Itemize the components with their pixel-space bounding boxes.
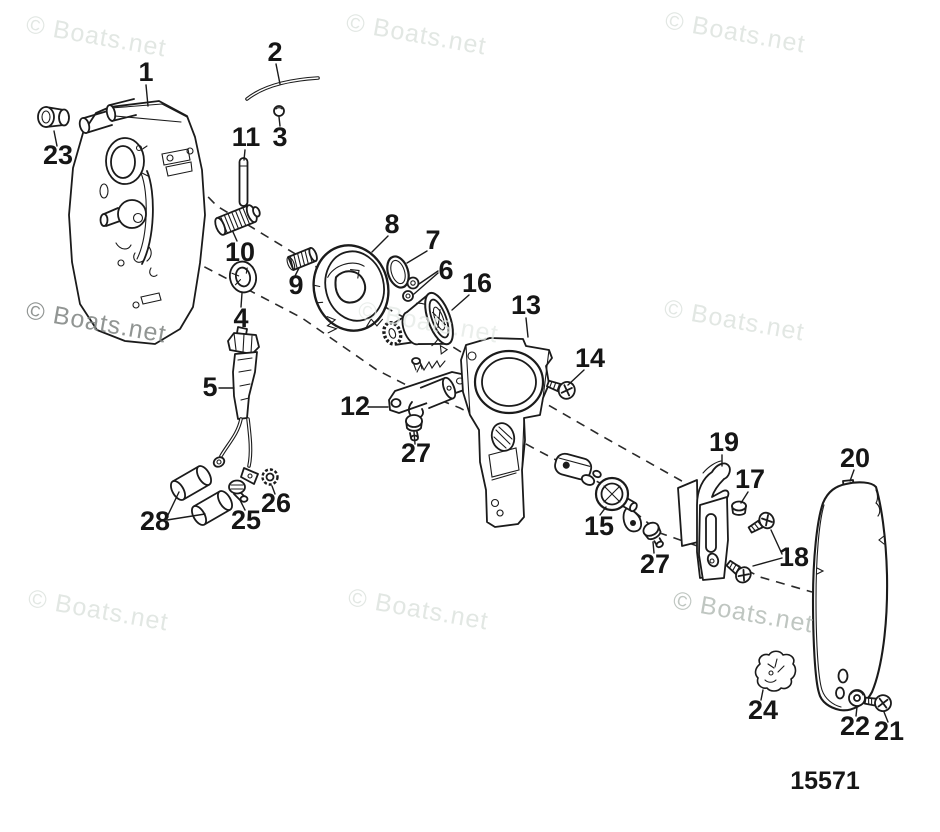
callout-19: 19: [709, 427, 739, 467]
part-small-washers: [402, 276, 420, 302]
part-bolt-27b: [642, 521, 664, 549]
part-roller-2: [191, 490, 233, 526]
callout-27b: 27: [640, 541, 670, 579]
callout-2: 2: [267, 37, 283, 85]
callout-17: 17: [735, 464, 765, 504]
part-clutch-drum: [382, 291, 454, 355]
part-screw-18a: [747, 511, 775, 534]
watermark-top-right: © Boats.net: [663, 6, 808, 58]
callout-1: 1: [138, 57, 154, 107]
callout-22: 22: [840, 706, 870, 741]
callout-label: 15: [584, 511, 614, 541]
callout-label: 5: [202, 372, 217, 402]
part-pin: [238, 157, 249, 207]
callout-28: 28: [140, 491, 206, 536]
callout-10: 10: [225, 231, 255, 267]
callout-6: 6: [413, 255, 454, 295]
part-cable-link: [245, 76, 320, 101]
part-bolt-14: [546, 379, 576, 400]
callout-label: 28: [140, 506, 170, 536]
callouts: 1 2 3 4 5 6 7 8: [43, 37, 904, 746]
callout-label: 8: [384, 209, 399, 239]
part-nut-17: [731, 500, 747, 516]
callout-label: 6: [438, 255, 453, 285]
watermark-top-center: © Boats.net: [344, 8, 489, 60]
part-screw-18b: [725, 559, 752, 584]
watermark-mid-right: © Boats.net: [662, 294, 807, 346]
callout-26: 26: [261, 485, 291, 518]
callout-16: 16: [451, 268, 492, 311]
part-gear-plate: [312, 244, 390, 334]
watermark-bottom-left: © Boats.net: [26, 584, 171, 636]
callout-14: 14: [567, 343, 605, 386]
callout-label: 27: [401, 438, 431, 468]
part-side-cover: [811, 479, 889, 712]
part-cam-arm: [554, 452, 642, 533]
callout-21: 21: [874, 711, 904, 746]
part-roller-1: [170, 465, 212, 501]
diagram-number: 15571: [790, 767, 860, 795]
watermark-bottom-center: © Boats.net: [346, 583, 491, 635]
callout-label: 12: [340, 391, 370, 421]
part-plug-bushing: [37, 106, 70, 128]
part-screw-25: [228, 479, 249, 503]
callout-20: 20: [840, 443, 870, 482]
callout-label: 10: [225, 237, 255, 267]
callout-13: 13: [511, 290, 541, 338]
callout-label: 21: [874, 716, 904, 746]
callout-24: 24: [748, 689, 778, 725]
callout-label: 17: [735, 464, 765, 494]
callout-label: 16: [462, 268, 492, 298]
part-screw-21: [863, 694, 892, 713]
callout-label: 22: [840, 711, 870, 741]
callout-label: 9: [288, 270, 303, 300]
callout-4: 4: [233, 292, 249, 333]
callout-18: 18: [752, 529, 809, 572]
part-bolt-27a: [405, 414, 423, 442]
callout-label: 24: [748, 695, 778, 725]
part-housing: [68, 98, 206, 345]
callout-label: 25: [231, 505, 261, 535]
part-washer-ring: [228, 260, 258, 294]
callout-5: 5: [202, 372, 235, 402]
callout-8: 8: [371, 209, 400, 253]
callout-label: 3: [272, 122, 287, 152]
callout-label: 14: [575, 343, 605, 373]
part-spring: [286, 247, 318, 271]
callout-label: 18: [779, 542, 809, 572]
callout-7: 7: [406, 225, 441, 264]
callout-label: 7: [425, 225, 440, 255]
part-anchor-bracket: [677, 460, 731, 581]
part-grommet: [754, 650, 797, 692]
callout-label: 2: [267, 37, 282, 67]
part-mount-bracket: [460, 337, 553, 528]
callout-label: 11: [232, 122, 261, 152]
part-nut-26: [261, 468, 279, 486]
callout-label: 1: [138, 57, 153, 87]
callout-9: 9: [288, 267, 304, 300]
callout-11: 11: [232, 122, 261, 161]
callout-27a: 27: [401, 431, 431, 468]
part-o-ring: [386, 255, 410, 289]
callout-12: 12: [340, 391, 389, 421]
callout-label: 13: [511, 290, 541, 320]
callout-15: 15: [584, 506, 614, 541]
watermark-top-left: © Boats.net: [24, 10, 169, 62]
callout-label: 19: [709, 427, 739, 457]
callout-23: 23: [43, 130, 73, 170]
watermark-bottom-right: © Boats.net: [671, 586, 816, 638]
part-knurled-adjuster: [214, 204, 261, 236]
callout-label: 23: [43, 140, 73, 170]
callout-25: 25: [231, 499, 261, 535]
part-shift-lever: [388, 357, 470, 420]
callout-label: 26: [261, 488, 291, 518]
callout-label: 4: [233, 303, 248, 333]
callout-3: 3: [272, 116, 288, 152]
part-switch-harness: [212, 326, 260, 485]
callout-label: 20: [840, 443, 870, 473]
part-ball: [273, 105, 285, 117]
part-washer-22: [848, 689, 866, 707]
callout-label: 27: [640, 549, 670, 579]
